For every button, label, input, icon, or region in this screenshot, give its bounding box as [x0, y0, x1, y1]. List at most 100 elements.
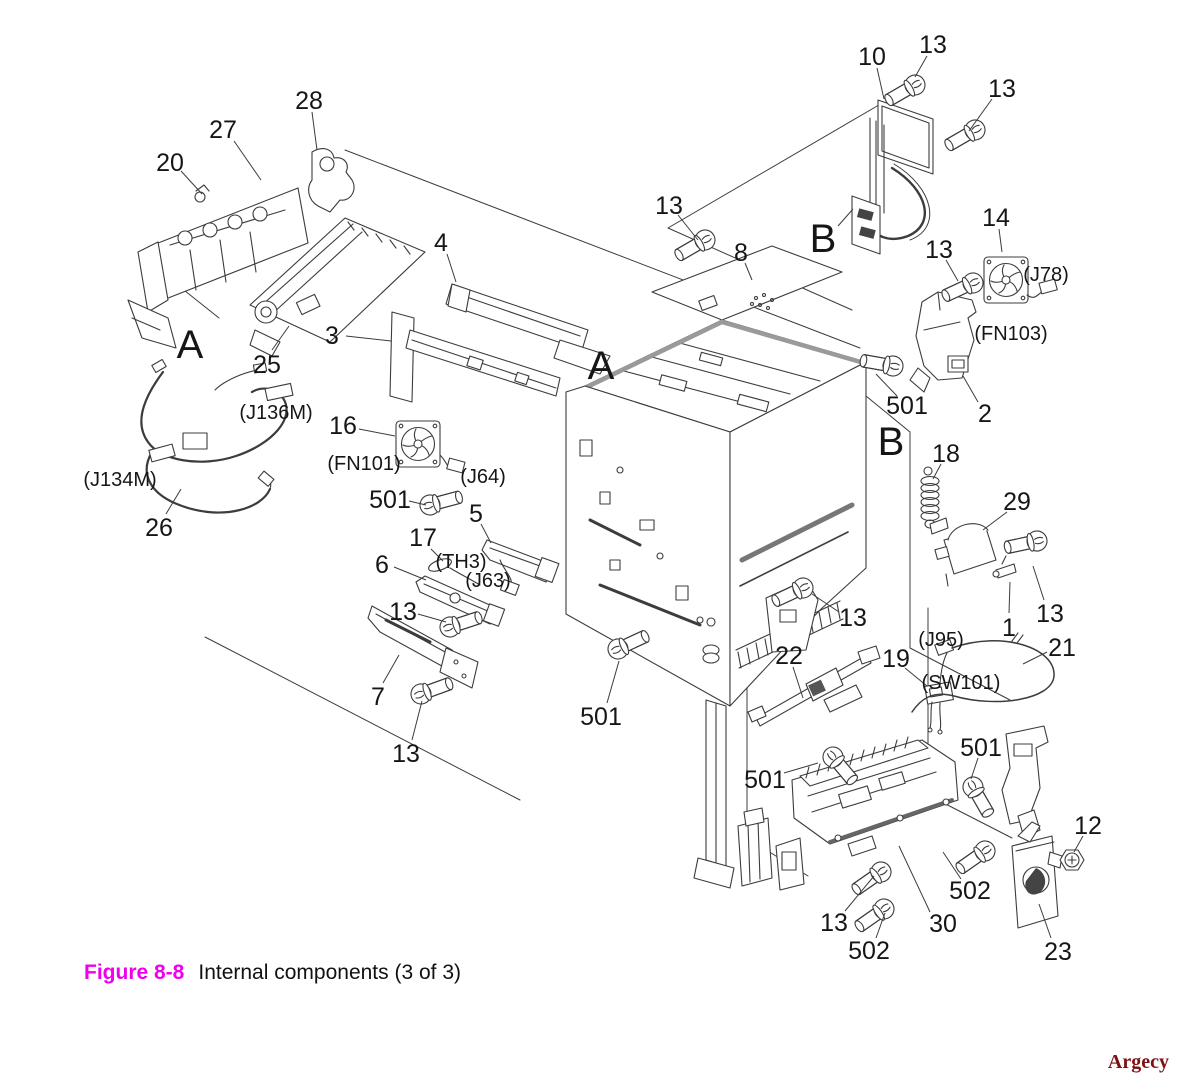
- callout-zoneA2: A: [588, 344, 615, 388]
- leader-p6: [393, 566, 427, 581]
- leader-p13m: [811, 593, 840, 613]
- leader-p18: [932, 463, 942, 480]
- callout-p13t3: 13: [988, 75, 1016, 103]
- leader-p13t2: [914, 55, 928, 78]
- callout-p501r: 501: [886, 392, 928, 420]
- leader-p22: [792, 666, 804, 699]
- spring-18: [920, 466, 940, 529]
- callout-p14: 14: [982, 204, 1010, 232]
- callout-p20: 20: [156, 149, 184, 177]
- callout-p12: 12: [1074, 812, 1102, 840]
- callout-p501b1: 501: [744, 766, 786, 794]
- callout-p502b: 502: [848, 937, 890, 965]
- callout-zoneB2: B: [878, 420, 905, 464]
- pin-1: [992, 555, 1017, 579]
- bracket-7: [367, 605, 479, 689]
- leader-p501r: [875, 373, 898, 397]
- callout-p13f: 13: [925, 236, 953, 264]
- leader-p8: [744, 262, 753, 281]
- leader-p21: [1022, 651, 1048, 665]
- connector-j95: [934, 639, 955, 656]
- callout-jFN103: (FN103): [974, 323, 1047, 345]
- leader-p501c2: [606, 660, 620, 704]
- leader-p13c2: [411, 700, 423, 741]
- caption-label: Figure 8-8: [84, 961, 185, 984]
- callout-p27: 27: [209, 116, 237, 144]
- callout-p7: 7: [371, 683, 385, 711]
- leader-p502b: [875, 912, 886, 939]
- leader-p13b: [844, 875, 875, 912]
- leader-p13t3: [968, 98, 993, 132]
- leader-p29: [982, 511, 1008, 531]
- leader-p501b2: [970, 757, 979, 780]
- main-chassis: [565, 245, 867, 889]
- leader-p12: [1073, 835, 1084, 853]
- callout-p29: 29: [1003, 488, 1031, 516]
- callout-p17: 17: [409, 524, 437, 552]
- feed-assembly-30: [791, 736, 959, 857]
- cable-harness-26: [140, 358, 294, 514]
- callout-jJ64: (J64): [460, 466, 506, 488]
- leader-p20: [180, 170, 203, 195]
- callout-zoneB1: B: [810, 217, 837, 261]
- hex-bolt-12: [1047, 849, 1085, 871]
- callout-p10: 10: [858, 43, 886, 71]
- callout-zoneA1: A: [177, 323, 204, 367]
- callout-p13t: 13: [655, 192, 683, 220]
- callout-p502t: 502: [949, 877, 991, 905]
- callout-p1: 1: [1002, 614, 1016, 642]
- callout-p22: 22: [775, 642, 803, 670]
- callout-p23: 23: [1044, 938, 1072, 966]
- guide-4: [445, 283, 611, 375]
- callout-jJ95: (J95): [918, 629, 964, 651]
- leader-p501b1: [783, 762, 819, 774]
- callout-p28: 28: [295, 87, 323, 115]
- leader-p501c: [408, 500, 427, 506]
- leader-p13r2: [1032, 565, 1045, 601]
- leader-p13c: [417, 613, 447, 623]
- leader-p2: [962, 375, 979, 403]
- clip-20: [194, 184, 210, 203]
- lower-left-brackets: [737, 807, 805, 891]
- fan-16-fn101: [395, 420, 466, 474]
- guide-3: [389, 311, 561, 403]
- callout-p25: 25: [253, 351, 281, 379]
- leader-p19: [904, 667, 928, 687]
- callout-p18: 18: [932, 440, 960, 468]
- leader-p26: [165, 488, 182, 515]
- callout-jJ136M: (J136M): [239, 402, 312, 424]
- side-cover-23: [1011, 821, 1059, 929]
- leader-p13f: [945, 259, 959, 282]
- callout-p13r2: 13: [1036, 600, 1064, 628]
- leader-p23: [1038, 903, 1052, 939]
- callout-p6: 6: [375, 551, 389, 579]
- callout-p8: 8: [734, 239, 748, 267]
- leader-p5: [480, 523, 492, 544]
- right-bracket: [1001, 725, 1049, 839]
- callout-p26: 26: [145, 514, 173, 542]
- callout-jSW101: (SW101): [922, 672, 1001, 694]
- callout-p13t2: 13: [919, 31, 947, 59]
- leader-p27: [233, 140, 262, 181]
- leader-p1: [1008, 581, 1011, 614]
- leader-p7: [382, 654, 400, 684]
- callout-p3: 3: [325, 322, 339, 350]
- fan-holder-2: [909, 291, 977, 393]
- callout-jJ63: (J63): [465, 570, 511, 592]
- leader-p30: [898, 845, 931, 913]
- leader-p16: [358, 428, 396, 437]
- callout-jJ134M: (J134M): [83, 469, 156, 491]
- leader-p14: [998, 228, 1003, 253]
- callout-p5: 5: [469, 500, 483, 528]
- callout-p501c2: 501: [580, 703, 622, 731]
- callout-p21: 21: [1048, 634, 1076, 662]
- leader-p4: [446, 253, 457, 283]
- fuser-assembly-25: [249, 217, 426, 357]
- callout-p16: 16: [329, 412, 357, 440]
- leader-p3: [345, 335, 392, 342]
- callout-p30: 30: [929, 910, 957, 938]
- delivery-roller-assembly-27: [127, 187, 309, 349]
